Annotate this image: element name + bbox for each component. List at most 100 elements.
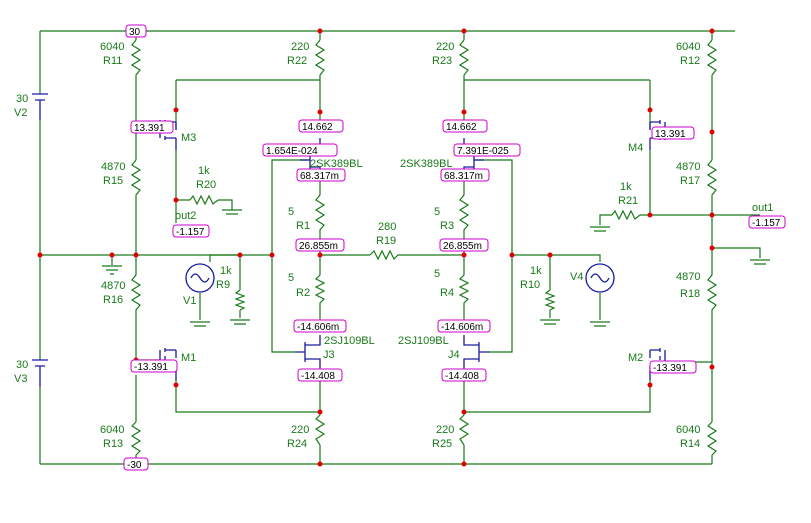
label-r23-name: R23 bbox=[432, 55, 452, 67]
label-v3-value: 30 bbox=[16, 359, 28, 371]
probe-m3-source: 13.391 bbox=[130, 120, 174, 134]
label-r19-value: 280 bbox=[378, 221, 396, 233]
svg-text:14.662: 14.662 bbox=[302, 122, 333, 133]
svg-text:1.654E-024: 1.654E-024 bbox=[266, 146, 318, 157]
probe-bottom-rail: -30 bbox=[123, 457, 149, 471]
label-r22-value: 220 bbox=[291, 41, 309, 53]
label-r11-value: 6040 bbox=[100, 41, 124, 53]
label-r4-name: R4 bbox=[440, 287, 454, 299]
svg-text:26.855m: 26.855m bbox=[443, 241, 482, 252]
svg-text:13.391: 13.391 bbox=[655, 129, 686, 140]
label-m3-name: M3 bbox=[181, 132, 196, 144]
probe-j1-source: 68.317m bbox=[296, 168, 346, 182]
probe-j1-gate: 1.654E-024 bbox=[262, 143, 338, 157]
label-r20-value: 1k bbox=[198, 165, 210, 177]
svg-text:14.662: 14.662 bbox=[446, 122, 477, 133]
probe-r3-bottom: 26.855m bbox=[439, 238, 489, 252]
label-j3-name: J3 bbox=[323, 349, 335, 361]
probe-j2-source: 68.317m bbox=[440, 168, 490, 182]
svg-text:-13.391: -13.391 bbox=[134, 362, 168, 373]
label-r25-name: R25 bbox=[432, 438, 452, 450]
svg-text:26.855m: 26.855m bbox=[299, 241, 338, 252]
label-j1-model: 2SK389BL bbox=[310, 158, 363, 170]
label-r2-value: 5 bbox=[288, 272, 294, 284]
svg-text:-1.157: -1.157 bbox=[752, 218, 781, 229]
probe-out2: -1.157 bbox=[172, 224, 210, 238]
label-r14-value: 6040 bbox=[676, 424, 700, 436]
wires bbox=[39, 30, 761, 465]
label-r23-value: 220 bbox=[436, 41, 454, 53]
label-r12-value: 6040 bbox=[676, 41, 700, 53]
label-r15-value: 4870 bbox=[101, 161, 125, 173]
probe-j3-source: -14.606m bbox=[293, 319, 347, 333]
probe-m1-source: -13.391 bbox=[130, 359, 178, 373]
jfet-j1 bbox=[300, 138, 321, 175]
svg-text:-1.157: -1.157 bbox=[176, 227, 205, 238]
jfet-j3 bbox=[295, 335, 321, 368]
label-r1-value: 5 bbox=[288, 206, 294, 218]
label-m4-name: M4 bbox=[628, 142, 643, 154]
resistors bbox=[130, 39, 718, 456]
jfet-j2 bbox=[463, 138, 484, 175]
label-r14-name: R14 bbox=[680, 438, 700, 450]
probe-j3-drain: -14.408 bbox=[297, 368, 343, 382]
label-r9-value: 1k bbox=[220, 265, 232, 277]
svg-text:7.391E-025: 7.391E-025 bbox=[457, 146, 509, 157]
probe-m4-source: 13.391 bbox=[651, 126, 695, 140]
label-r13-name: R13 bbox=[103, 438, 123, 450]
source-v4 bbox=[585, 263, 615, 293]
label-r19-name: R19 bbox=[376, 235, 396, 247]
probe-out1: -1.157 bbox=[748, 215, 786, 229]
probe-j2-drain: 14.662 bbox=[442, 119, 488, 133]
label-r9-name: R9 bbox=[216, 279, 230, 291]
label-r18-value: 4870 bbox=[676, 271, 700, 283]
label-r21-value: 1k bbox=[620, 181, 632, 193]
label-r12-name: R12 bbox=[680, 55, 700, 67]
label-r16-value: 4870 bbox=[101, 280, 125, 292]
probe-j4-drain: -14.408 bbox=[441, 368, 487, 382]
label-j4-name: J4 bbox=[448, 349, 460, 361]
label-r10-value: 1k bbox=[530, 265, 542, 277]
label-j2-model: 2SK389BL bbox=[400, 158, 453, 170]
probe-j4-source: -14.606m bbox=[437, 319, 491, 333]
svg-text:-14.408: -14.408 bbox=[301, 371, 335, 382]
label-r20-name: R20 bbox=[196, 179, 216, 191]
label-r24-name: R24 bbox=[287, 438, 307, 450]
label-r25-value: 220 bbox=[436, 424, 454, 436]
voltage-probes: 30 -30 13.391 13.391 14.662 14.662 1.654… bbox=[123, 24, 786, 471]
label-r2-name: R2 bbox=[296, 287, 310, 299]
label-r15-name: R15 bbox=[103, 175, 123, 187]
probe-j2-gate: 7.391E-025 bbox=[453, 143, 521, 157]
ground-symbols bbox=[102, 209, 770, 327]
label-j4-model: 2SJ109BL bbox=[398, 335, 449, 347]
junction-dots bbox=[37, 28, 715, 467]
svg-text:-14.606m: -14.606m bbox=[441, 322, 483, 333]
svg-text:-30: -30 bbox=[127, 460, 142, 471]
label-r13-value: 6040 bbox=[100, 424, 124, 436]
jfet-j4 bbox=[463, 335, 489, 368]
label-r3-name: R3 bbox=[440, 220, 454, 232]
label-v1-name: V1 bbox=[183, 295, 196, 307]
label-r11-name: R11 bbox=[103, 55, 122, 67]
probe-r1-bottom: 26.855m bbox=[295, 238, 345, 252]
label-r3-value: 5 bbox=[434, 206, 440, 218]
svg-text:-14.606m: -14.606m bbox=[297, 322, 339, 333]
source-v1 bbox=[185, 263, 215, 293]
svg-text:13.391: 13.391 bbox=[134, 123, 165, 134]
label-r16-name: R16 bbox=[103, 294, 123, 306]
label-v4-name: V4 bbox=[570, 271, 583, 283]
svg-text:30: 30 bbox=[129, 27, 141, 38]
probe-top-rail: 30 bbox=[125, 24, 147, 38]
battery-v3 bbox=[32, 359, 48, 387]
label-r22-name: R22 bbox=[287, 55, 307, 67]
battery-v2 bbox=[32, 93, 48, 120]
component-labels: 6040 R11 220 R22 220 R23 6040 R12 30 V2 … bbox=[14, 41, 773, 450]
label-j3-model: 2SJ109BL bbox=[324, 335, 375, 347]
label-r17-value: 4870 bbox=[676, 161, 700, 173]
label-m1-name: M1 bbox=[181, 352, 196, 364]
probe-j1-drain: 14.662 bbox=[298, 119, 344, 133]
svg-text:68.317m: 68.317m bbox=[300, 171, 339, 182]
label-v3-name: V3 bbox=[14, 373, 27, 385]
label-net-out1: out1 bbox=[752, 202, 773, 214]
